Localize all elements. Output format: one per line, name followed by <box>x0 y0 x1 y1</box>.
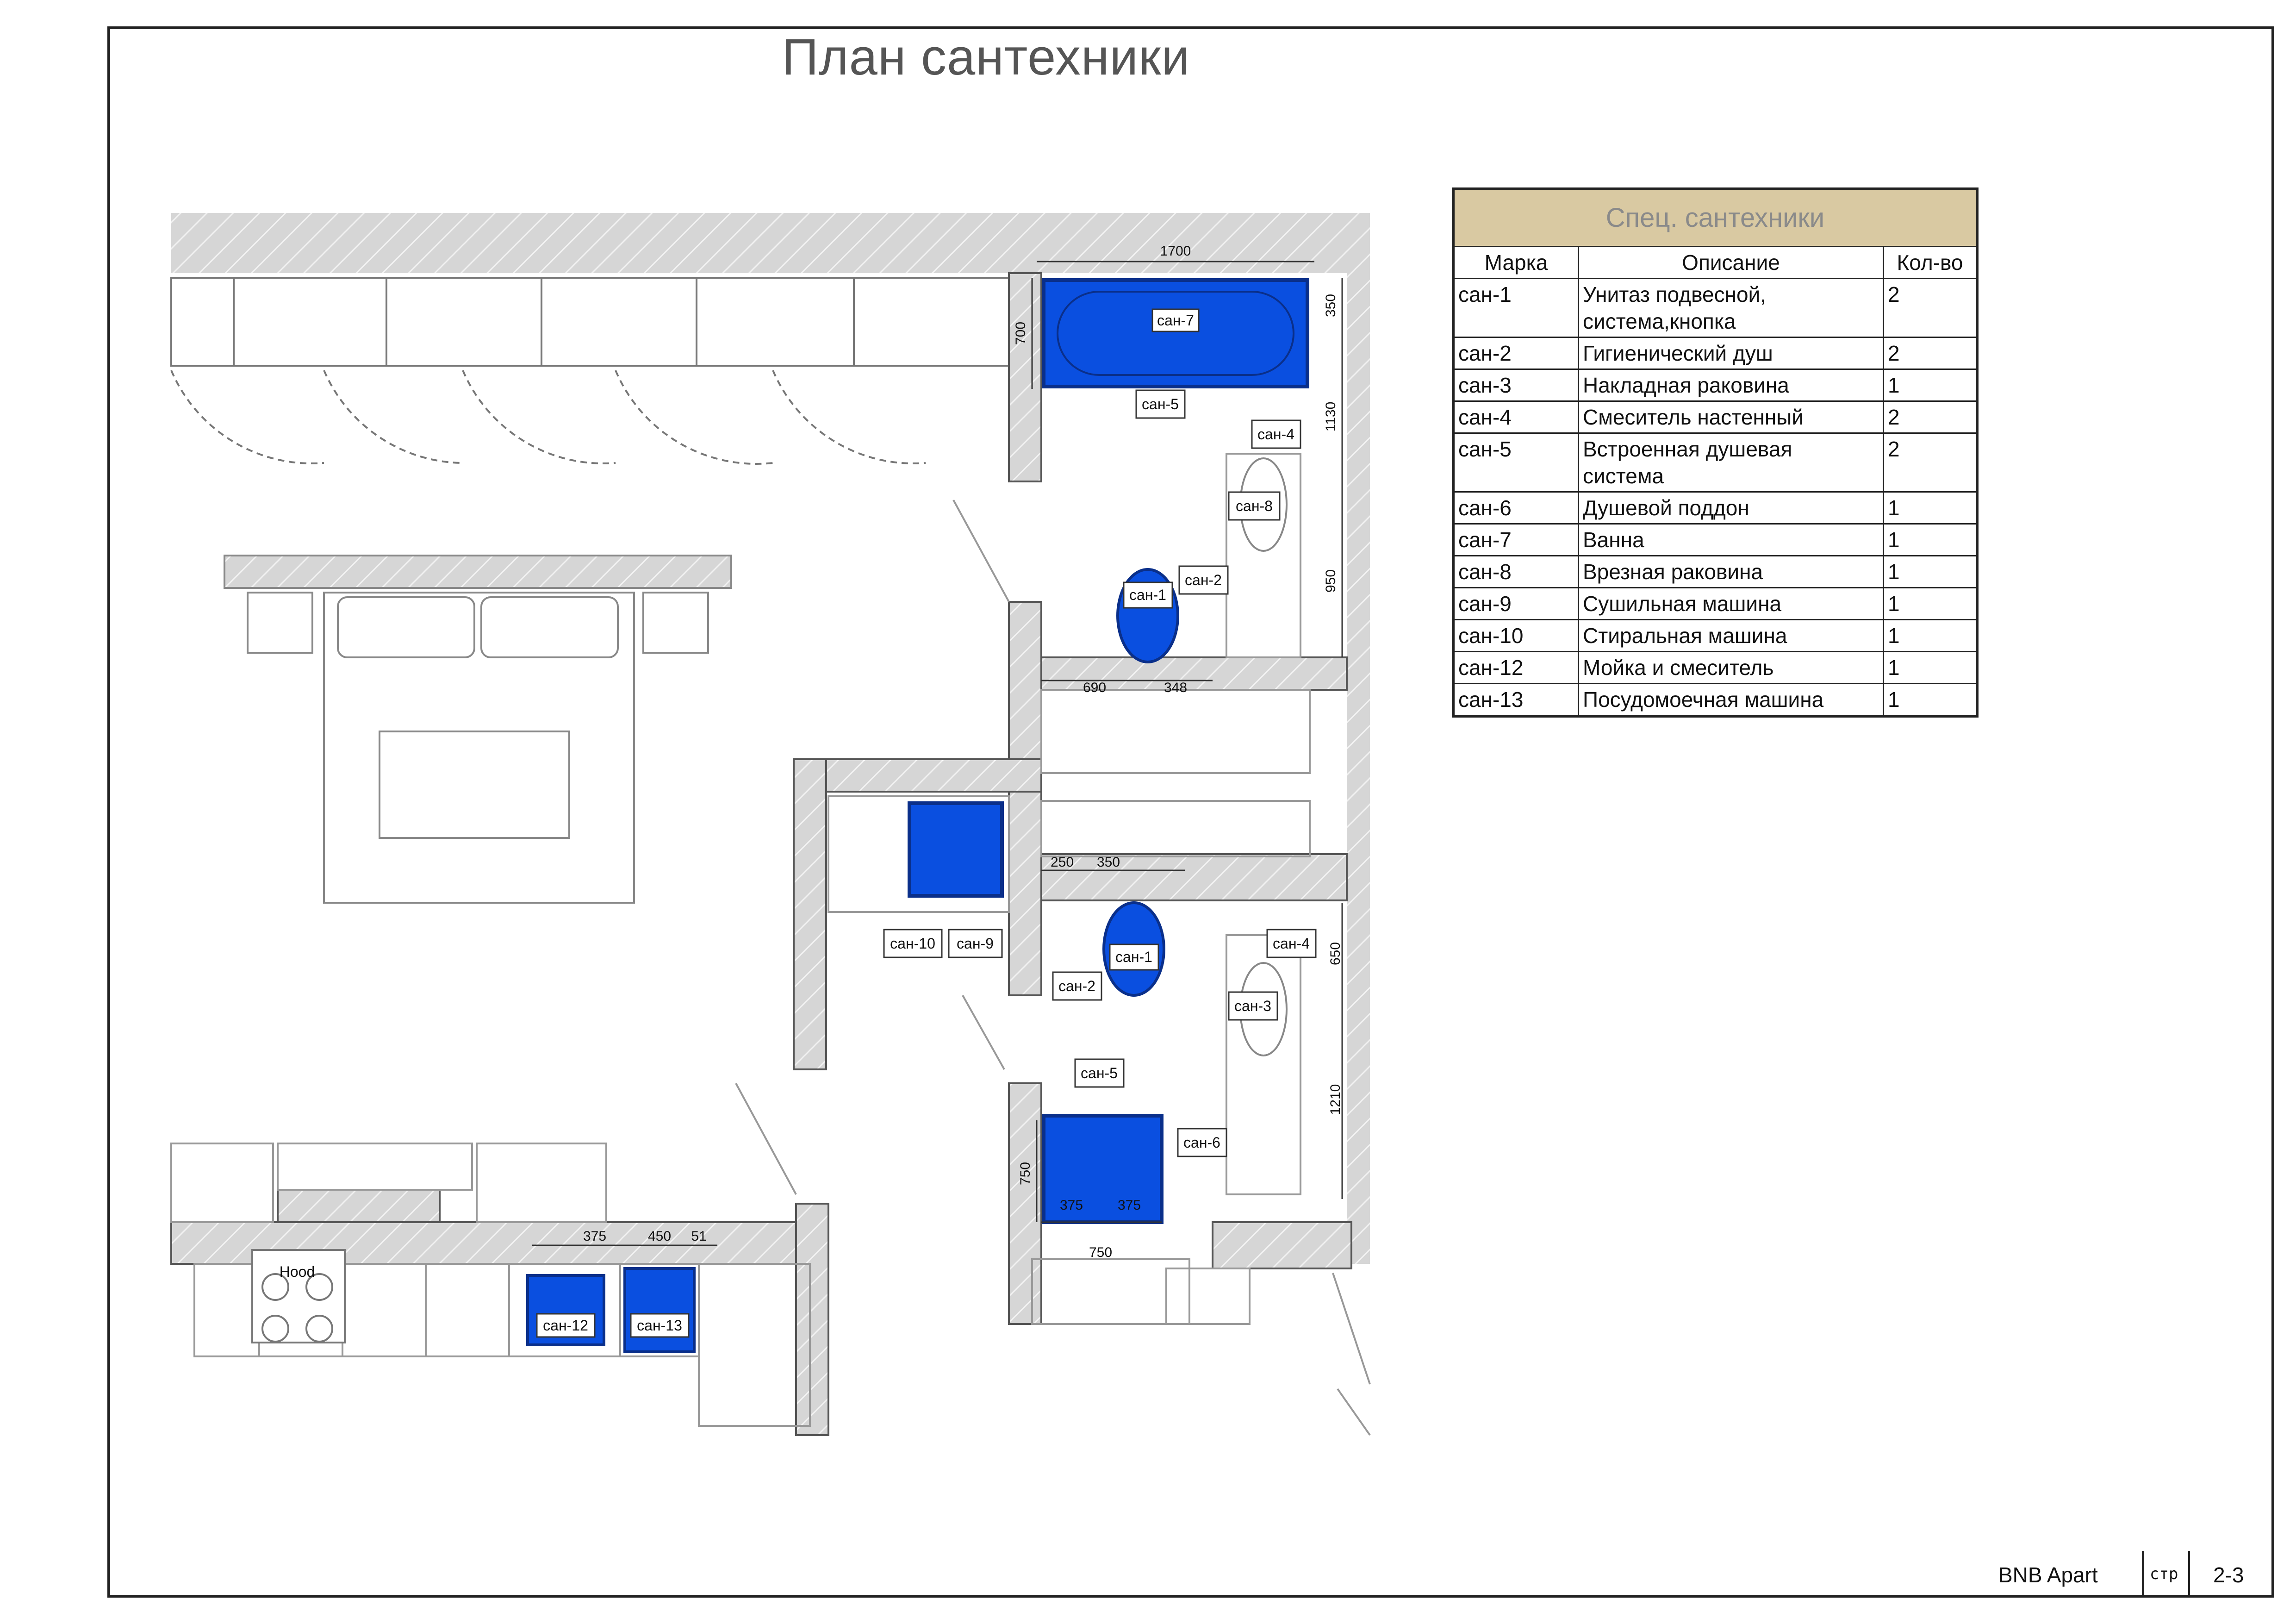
stove <box>251 1249 346 1343</box>
tag-san-12[interactable]: сан-12 <box>536 1313 596 1338</box>
svg-text:сан-10: сан-10 <box>890 935 935 952</box>
wardrobe <box>170 277 1010 465</box>
dim-51: 51 <box>691 1229 706 1244</box>
tag-san-2-top[interactable]: сан-2 <box>1178 565 1229 595</box>
wall-top-right <box>1014 213 1370 273</box>
dim-450: 450 <box>648 1229 671 1244</box>
svg-text:сан-9: сан-9 <box>957 935 994 952</box>
tag-san-5-top[interactable]: сан-5 <box>1135 389 1186 419</box>
tag-san-7[interactable]: сан-7 <box>1151 308 1200 332</box>
svg-text:сан-12: сан-12 <box>543 1317 588 1334</box>
svg-text:сан-1: сан-1 <box>1129 587 1166 603</box>
dim-350-top: 350 <box>1323 294 1338 317</box>
dim-950: 950 <box>1323 569 1338 593</box>
svg-text:сан-3: сан-3 <box>1234 998 1271 1014</box>
tag-san-10[interactable]: сан-10 <box>883 929 943 958</box>
stamp-project: BNB Apart <box>1998 1563 2098 1587</box>
dim-1130: 1130 <box>1323 402 1338 432</box>
spec-table: Спец. сантехники Марка Описание Кол-во с… <box>1452 187 1979 718</box>
dim-690: 690 <box>1083 680 1106 695</box>
dim-700: 700 <box>1013 322 1028 345</box>
wall-top-left <box>171 213 1014 273</box>
dim-375-b: 375 <box>1118 1198 1141 1213</box>
shower-tray <box>1042 1114 1164 1224</box>
floor-plan: 1700 700 350 1130 950 690 348 250 350 65… <box>170 213 1371 1436</box>
tag-san-5-bottom[interactable]: сан-5 <box>1074 1058 1125 1088</box>
tag-san-1-top[interactable]: сан-1 <box>1123 581 1173 609</box>
spec-header-qty: Кол-во <box>1883 246 1978 279</box>
dim-1700: 1700 <box>1160 244 1191 259</box>
svg-text:сан-5: сан-5 <box>1081 1065 1118 1081</box>
dim-750-horiz: 750 <box>1089 1245 1112 1260</box>
svg-text:сан-13: сан-13 <box>637 1317 682 1334</box>
spec-header-mark: Марка <box>1452 246 1579 279</box>
stamp-sheet-label: стр <box>2150 1565 2178 1583</box>
tag-san-4-top[interactable]: сан-4 <box>1251 419 1301 449</box>
svg-text:сан-7: сан-7 <box>1157 312 1194 329</box>
svg-text:сан-4: сан-4 <box>1257 426 1294 443</box>
label-hood: Hood <box>280 1263 315 1280</box>
dim-750-vert: 750 <box>1018 1162 1033 1185</box>
stamp-sheet-number: 2-3 <box>2213 1563 2244 1587</box>
svg-text:сан-2: сан-2 <box>1185 572 1222 588</box>
tag-san-6[interactable]: сан-6 <box>1177 1128 1227 1157</box>
dim-650: 650 <box>1328 942 1343 965</box>
spec-header-desc: Описание <box>1578 246 1884 279</box>
tag-san-8[interactable]: сан-8 <box>1228 491 1281 521</box>
fixtures <box>526 278 1309 1353</box>
dimension-lines <box>532 261 1343 1246</box>
svg-text:сан-8: сан-8 <box>1236 498 1273 514</box>
tag-san-4-bottom[interactable]: сан-4 <box>1266 929 1317 958</box>
wall-right <box>1347 213 1370 1264</box>
svg-text:сан-5: сан-5 <box>1142 396 1179 412</box>
room-outlines <box>170 453 1371 1436</box>
svg-text:сан-6: сан-6 <box>1183 1134 1220 1151</box>
washing-machine <box>908 801 1004 898</box>
dim-350-mid: 350 <box>1097 855 1120 870</box>
tag-san-3[interactable]: сан-3 <box>1228 991 1278 1021</box>
page-title: План сантехники <box>782 29 1190 86</box>
tag-san-1-bottom[interactable]: сан-1 <box>1109 943 1159 971</box>
svg-text:сан-1: сан-1 <box>1115 949 1152 965</box>
dim-375-a: 375 <box>1060 1198 1083 1213</box>
sheet-border <box>107 26 2274 1598</box>
partition-walls <box>170 272 1352 1436</box>
dim-250: 250 <box>1051 855 1074 870</box>
bathtub-inner <box>1057 291 1294 376</box>
svg-text:сан-4: сан-4 <box>1273 935 1310 952</box>
svg-text:сан-2: сан-2 <box>1058 978 1095 994</box>
dim-1210: 1210 <box>1328 1084 1343 1115</box>
tag-san-2-bottom[interactable]: сан-2 <box>1052 971 1102 1001</box>
tag-san-13[interactable]: сан-13 <box>630 1313 690 1338</box>
bed <box>224 555 732 904</box>
dishwasher <box>623 1267 696 1353</box>
spec-table-caption: Спец. сантехники <box>1452 188 1978 247</box>
dim-375-kitchen: 375 <box>583 1229 606 1244</box>
tag-san-9[interactable]: сан-9 <box>948 929 1003 958</box>
dim-348: 348 <box>1164 680 1187 695</box>
bathtub <box>1042 278 1309 388</box>
